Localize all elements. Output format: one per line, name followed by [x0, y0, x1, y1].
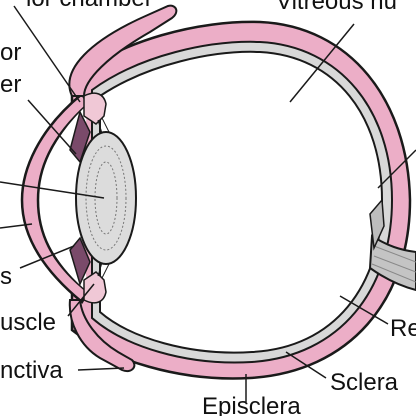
label-episclera: Episclera — [202, 393, 301, 416]
leader-posterior-chamber — [27, 99, 77, 155]
leader-retina — [339, 295, 389, 325]
label-posterior-chamber-1: or — [0, 39, 21, 66]
leader-anterior-chamber — [13, 5, 81, 103]
cornea — [20, 92, 90, 304]
label-conjunctiva: nctiva — [0, 357, 63, 384]
label-vitreous-humor: Vitreous hu — [276, 0, 397, 15]
label-retina: Re — [390, 315, 416, 342]
vitreous-cavity — [99, 50, 384, 354]
label-posterior-chamber-2: er — [0, 71, 21, 98]
conjunctiva-bottom — [68, 299, 136, 372]
leader-ciliary — [67, 283, 95, 317]
conjunctiva-top — [68, 4, 178, 97]
leader-vitreous — [289, 23, 355, 103]
lens-nucleus-ring-2 — [94, 161, 118, 235]
label-iris: s — [0, 263, 12, 290]
leader-conjunctiva — [77, 367, 125, 371]
label-ciliary-muscle: uscle — [0, 309, 56, 336]
leader-sclera — [285, 351, 327, 379]
leader-cornea — [0, 223, 33, 229]
leader-optic-right — [377, 149, 416, 189]
optic-nerve-fibers — [371, 245, 416, 283]
leader-lines — [0, 5, 416, 402]
lens-nucleus-ring-1 — [85, 145, 127, 251]
lens — [75, 131, 137, 265]
leader-lens — [0, 181, 105, 199]
label-sclera: Sclera — [330, 369, 399, 396]
label-anterior-chamber: ior chamber — [26, 0, 153, 12]
optic-disc — [369, 198, 385, 251]
leader-iris — [19, 245, 75, 269]
